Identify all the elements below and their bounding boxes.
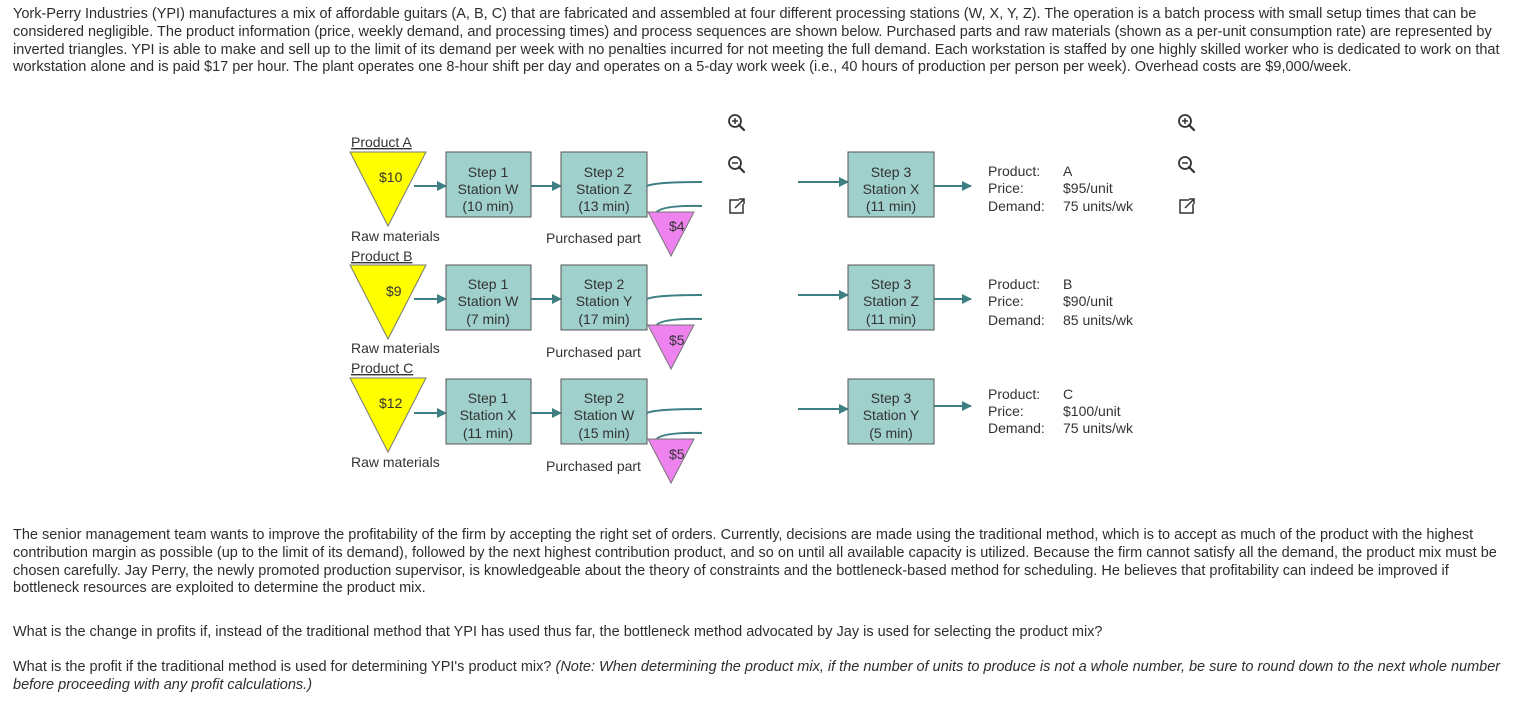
question-text: What is the profit if the traditional me… [13,659,552,675]
popout-icon[interactable] [1179,198,1195,214]
product-label: Product C [351,360,413,376]
svg-text:Product:: Product: [988,386,1040,402]
svg-text:$100/unit: $100/unit [1063,403,1121,419]
part-label: Purchased part [546,344,641,360]
purchased-part-triangle [647,211,695,258]
raw-material-triangle [349,377,427,454]
raw-cost: $9 [386,283,402,299]
svg-text:Step 1: Step 1 [468,164,509,180]
svg-text:Station W: Station W [458,181,519,197]
station-box [847,378,935,445]
product-label: Product B [351,248,412,264]
raw-material-triangle [349,151,427,228]
svg-text:B: B [1063,276,1072,292]
svg-text:75 units/wk: 75 units/wk [1063,420,1134,436]
raw-cost: $10 [379,169,403,185]
station-box [847,264,935,331]
svg-text:A: A [1063,163,1073,179]
zoom-in-icon[interactable] [1178,114,1196,132]
part-label: Purchased part [546,458,641,474]
svg-text:85 units/wk: 85 units/wk [1063,312,1134,328]
product-a-flow: Product A $10 Raw materials Step 1 Stati… [349,134,1134,258]
svg-text:(11 min): (11 min) [463,425,513,441]
svg-text:(17 min): (17 min) [578,311,629,327]
svg-text:Step 1: Step 1 [468,390,509,406]
station-box [847,151,935,218]
svg-text:(10 min): (10 min) [462,198,513,214]
svg-text:Step 3: Step 3 [871,276,912,292]
svg-text:(15 min): (15 min) [578,425,629,441]
svg-text:Price:: Price: [988,293,1024,309]
svg-text:(11 min): (11 min) [866,311,916,327]
question-change-in-profits: What is the change in profits if, instea… [13,624,1103,640]
svg-text:Station Z: Station Z [863,293,919,309]
station-box [445,151,532,218]
svg-text:(5 min): (5 min) [869,425,913,441]
svg-text:$90/unit: $90/unit [1063,293,1113,309]
part-cost: $5 [669,332,685,348]
svg-text:Demand:: Demand: [988,420,1045,436]
svg-text:Station W: Station W [574,407,635,423]
product-c-flow: Product C $12 Raw materials Step 1 Stati… [349,360,1134,485]
station-box [560,264,648,331]
svg-text:Station Y: Station Y [576,293,633,309]
station-box [560,151,648,218]
raw-cost: $12 [379,395,403,411]
svg-text:Step 2: Step 2 [584,390,625,406]
svg-text:Step 3: Step 3 [871,164,912,180]
part-cost: $4 [669,218,685,234]
svg-text:Step 3: Step 3 [871,390,912,406]
svg-text:Step 1: Step 1 [468,276,509,292]
svg-text:(11 min): (11 min) [866,198,916,214]
popout-icon[interactable] [729,198,745,214]
svg-text:Step 2: Step 2 [584,276,625,292]
raw-label: Raw materials [351,340,440,356]
svg-text:Price:: Price: [988,180,1024,196]
intro-paragraph: York-Perry Industries (YPI) manufactures… [13,6,1500,76]
station-box [560,378,648,445]
svg-text:Station Y: Station Y [863,407,920,423]
svg-text:75 units/wk: 75 units/wk [1063,198,1134,214]
zoom-out-icon[interactable] [728,156,746,174]
raw-label: Raw materials [351,228,440,244]
svg-text:Price:: Price: [988,403,1024,419]
svg-text:(13 min): (13 min) [578,198,629,214]
svg-text:Product:: Product: [988,276,1040,292]
svg-text:Station W: Station W [458,293,519,309]
svg-text:Demand:: Demand: [988,312,1045,328]
svg-text:Station X: Station X [460,407,517,423]
svg-text:Demand:: Demand: [988,198,1045,214]
purchased-part-triangle [647,324,695,371]
zoom-out-icon[interactable] [1178,156,1196,174]
station-box [445,378,532,445]
raw-label: Raw materials [351,454,440,470]
context-paragraph: The senior management team wants to impr… [13,527,1497,597]
svg-text:C: C [1063,386,1073,402]
svg-text:Step 2: Step 2 [584,164,625,180]
purchased-part-triangle [647,438,695,485]
question-note: (Note: When determining the product mix,… [13,659,1501,693]
svg-text:Product:: Product: [988,163,1040,179]
product-label: Product A [351,134,412,150]
svg-text:$95/unit: $95/unit [1063,180,1113,196]
svg-text:Station Z: Station Z [576,181,632,197]
question-traditional-profit: What is the profit if the traditional me… [13,659,1513,699]
part-cost: $5 [669,446,685,462]
raw-material-triangle [349,264,427,341]
svg-text:(7 min): (7 min) [466,311,510,327]
part-label: Purchased part [546,230,641,246]
zoom-in-icon[interactable] [724,110,748,134]
product-b-flow: Product B $9 Raw materials Step 1 Statio… [349,248,1134,371]
svg-text:Station X: Station X [863,181,920,197]
station-box [445,264,532,331]
